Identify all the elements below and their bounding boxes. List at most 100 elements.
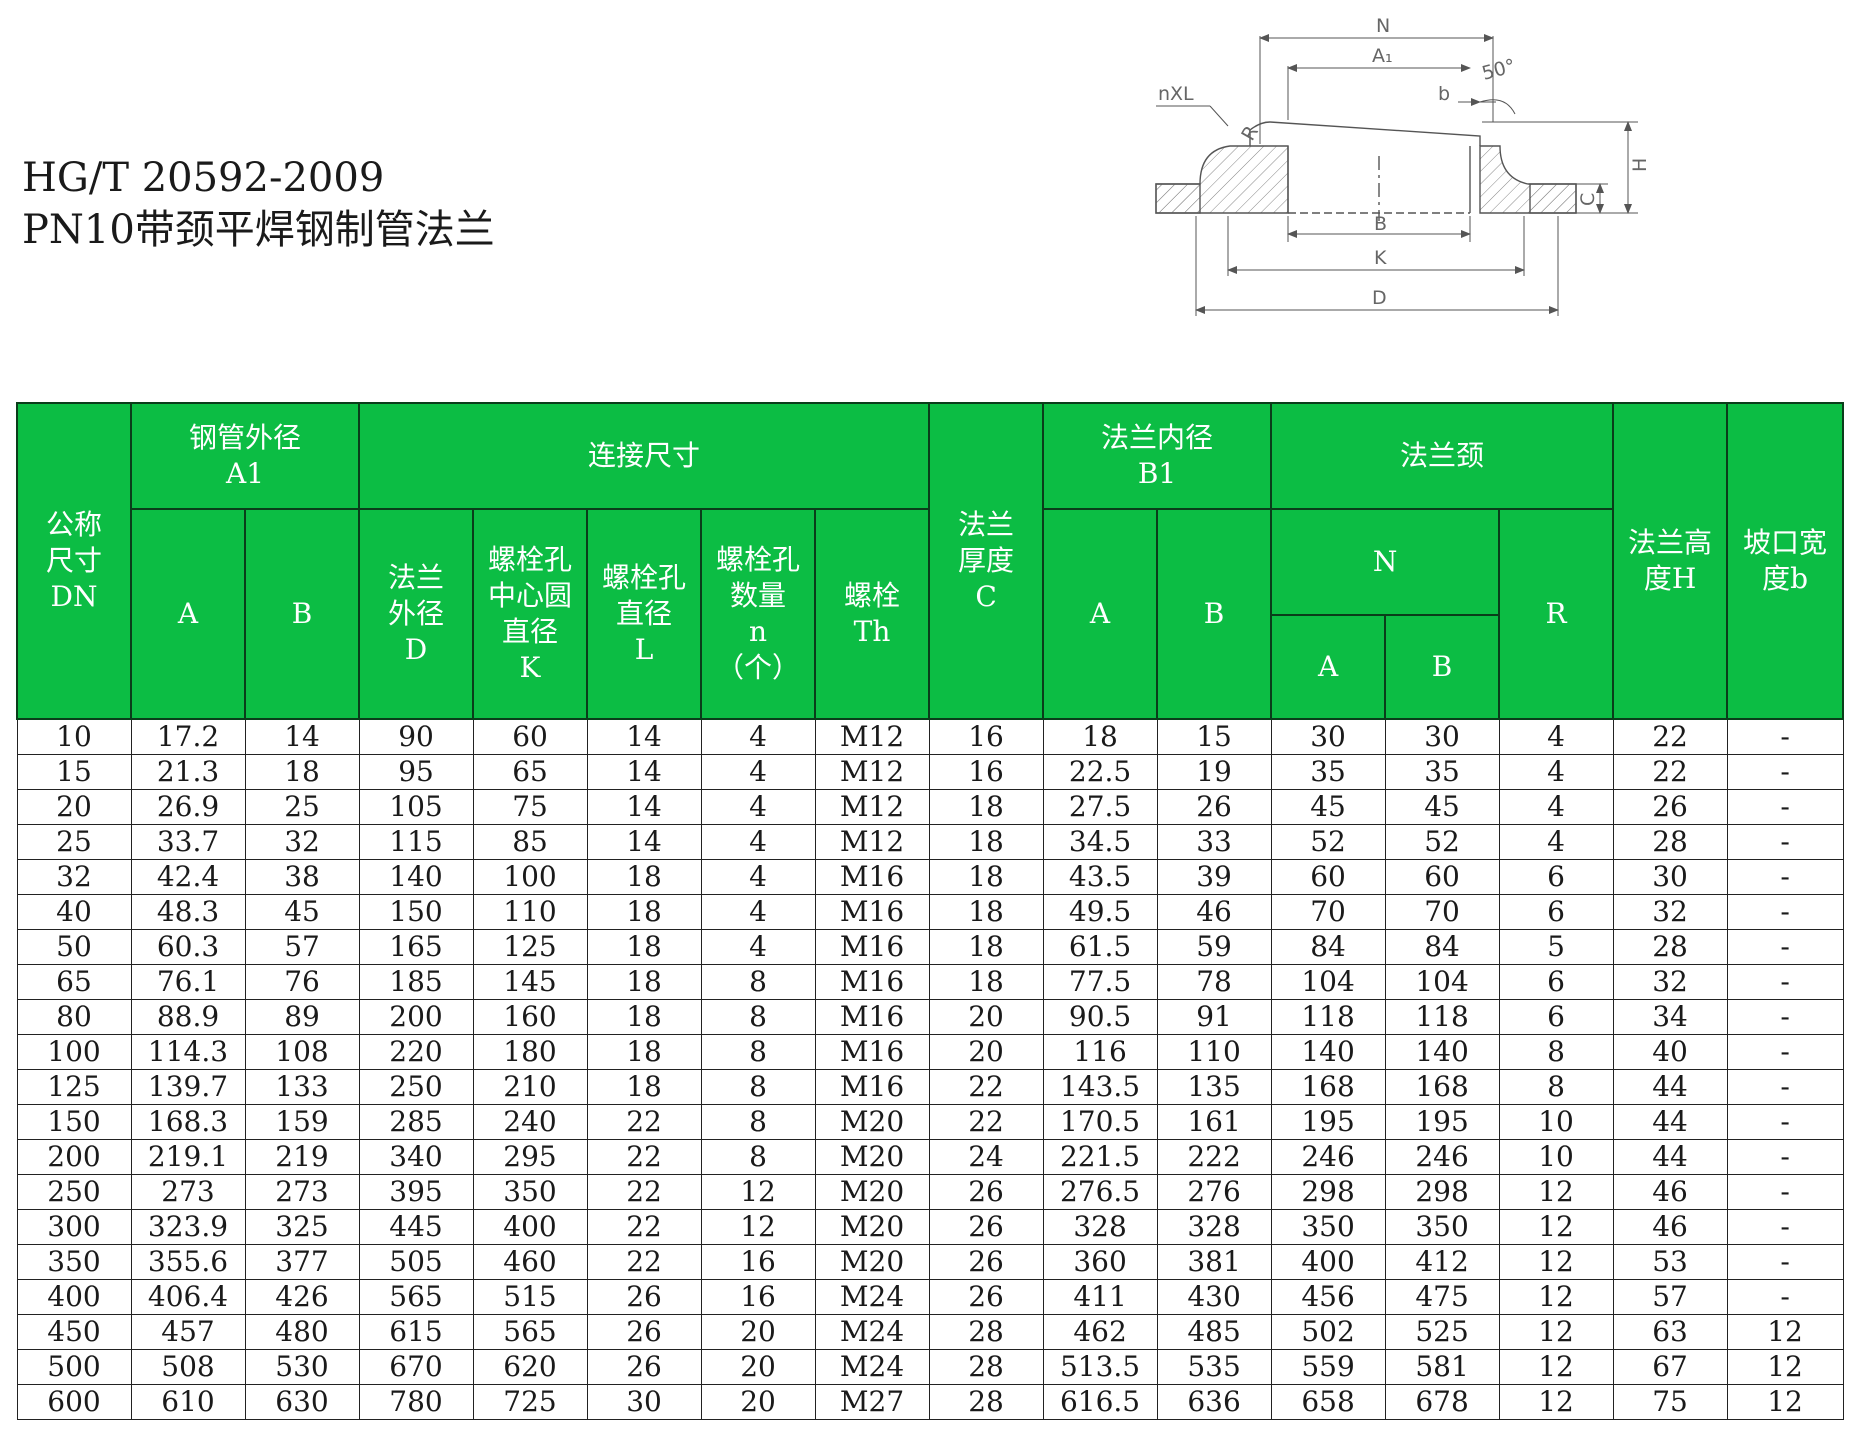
table-cell: - (1726, 1034, 1844, 1070)
label-b: B (1374, 213, 1387, 235)
table-cell: 725 (472, 1384, 588, 1420)
table-cell: 65 (472, 754, 588, 790)
table-cell: M12 (814, 789, 930, 825)
table-cell: - (1726, 824, 1844, 860)
table-cell: 26.9 (130, 789, 246, 825)
table-cell: 219.1 (130, 1139, 246, 1175)
table-cell: 8 (700, 1069, 816, 1105)
table-cell: 20 (928, 999, 1044, 1035)
table-cell: 273 (130, 1174, 246, 1210)
table-cell: 25 (16, 824, 132, 860)
table-cell: 16 (700, 1244, 816, 1280)
table-cell: M12 (814, 718, 930, 755)
table-cell: 485 (1156, 1314, 1272, 1350)
table-cell: 12 (700, 1174, 816, 1210)
table-cell: 110 (1156, 1034, 1272, 1070)
table-cell: 143.5 (1042, 1069, 1158, 1105)
table-cell: 15 (1156, 718, 1272, 755)
table-cell: 535 (1156, 1349, 1272, 1385)
table-cell: 26 (928, 1244, 1044, 1280)
table-cell: 170.5 (1042, 1104, 1158, 1140)
table-cell: 6 (1498, 999, 1614, 1035)
table-cell: 43.5 (1042, 859, 1158, 895)
table-cell: 610 (130, 1384, 246, 1420)
table-cell: 16 (700, 1279, 816, 1315)
table-cell: 140 (358, 859, 474, 895)
table-cell: 30 (1384, 718, 1500, 755)
label-h: H (1629, 158, 1651, 172)
table-cell: 12 (1726, 1314, 1844, 1350)
header-b1-b: B (1156, 508, 1273, 720)
table-cell: 8 (700, 1104, 816, 1140)
table-cell: 4 (700, 754, 816, 790)
table-cell: 328 (1042, 1209, 1158, 1245)
table-cell: 70 (1384, 894, 1500, 930)
table-cell: 57 (244, 929, 360, 965)
table-cell: 75 (1612, 1384, 1728, 1420)
table-cell: 33 (1156, 824, 1272, 860)
table-cell: 615 (358, 1314, 474, 1350)
header-connection-group: 连接尺寸 (358, 402, 931, 510)
header-n-a: A (1270, 614, 1387, 720)
table-cell: 32 (244, 824, 360, 860)
table-cell: 26 (928, 1174, 1044, 1210)
left-bolt-region (1155, 183, 1201, 214)
table-cell: 426 (244, 1279, 360, 1315)
table-cell: 6 (1498, 859, 1614, 895)
angle-arc (1479, 99, 1516, 115)
table-cell: 110 (472, 894, 588, 930)
table-cell: 52 (1384, 824, 1500, 860)
table-cell: 28 (1612, 824, 1728, 860)
table-cell: 14 (586, 789, 702, 825)
header-bevel-b: 坡口宽度b (1726, 402, 1845, 720)
table-cell: 20 (700, 1349, 816, 1385)
table-cell: 513.5 (1042, 1349, 1158, 1385)
table-cell: 219 (244, 1139, 360, 1175)
table-cell: M16 (814, 929, 930, 965)
table-cell: 35 (1384, 754, 1500, 790)
table-cell: - (1726, 964, 1844, 1000)
table-cell: 8 (700, 1034, 816, 1070)
table-cell: 377 (244, 1244, 360, 1280)
table-cell: 118 (1270, 999, 1386, 1035)
table-cell: 100 (472, 859, 588, 895)
table-cell: 65 (16, 964, 132, 1000)
table-cell: 28 (1612, 929, 1728, 965)
table-cell: 565 (472, 1314, 588, 1350)
table-cell: 145 (472, 964, 588, 1000)
table-cell: - (1726, 1069, 1844, 1105)
table-cell: 4 (700, 894, 816, 930)
table-cell: 18 (928, 789, 1044, 825)
table-cell: 395 (358, 1174, 474, 1210)
table-cell: 246 (1270, 1139, 1386, 1175)
table-cell: 67 (1612, 1349, 1728, 1385)
table-cell: 670 (358, 1349, 474, 1385)
label-angle: 50° (1480, 55, 1518, 85)
table-cell: 32 (1612, 964, 1728, 1000)
table-cell: 18 (586, 999, 702, 1035)
table-cell: 114.3 (130, 1034, 246, 1070)
table-cell: M12 (814, 824, 930, 860)
table-cell: M24 (814, 1349, 930, 1385)
table-cell: M20 (814, 1174, 930, 1210)
table-cell: 22 (928, 1069, 1044, 1105)
table-cell: 26 (586, 1349, 702, 1385)
table-cell: 80 (16, 999, 132, 1035)
table-cell: 10 (16, 718, 132, 755)
table-cell: 276.5 (1042, 1174, 1158, 1210)
table-cell: 328 (1156, 1209, 1272, 1245)
label-c: C (1577, 193, 1599, 206)
table-cell: 450 (16, 1314, 132, 1350)
table-cell: 14 (586, 754, 702, 790)
table-cell: 8 (700, 1139, 816, 1175)
table-cell: 12 (1498, 1209, 1614, 1245)
table-cell: 195 (1384, 1104, 1500, 1140)
table-cell: 22 (586, 1174, 702, 1210)
table-cell: 160 (472, 999, 588, 1035)
table-cell: 298 (1270, 1174, 1386, 1210)
